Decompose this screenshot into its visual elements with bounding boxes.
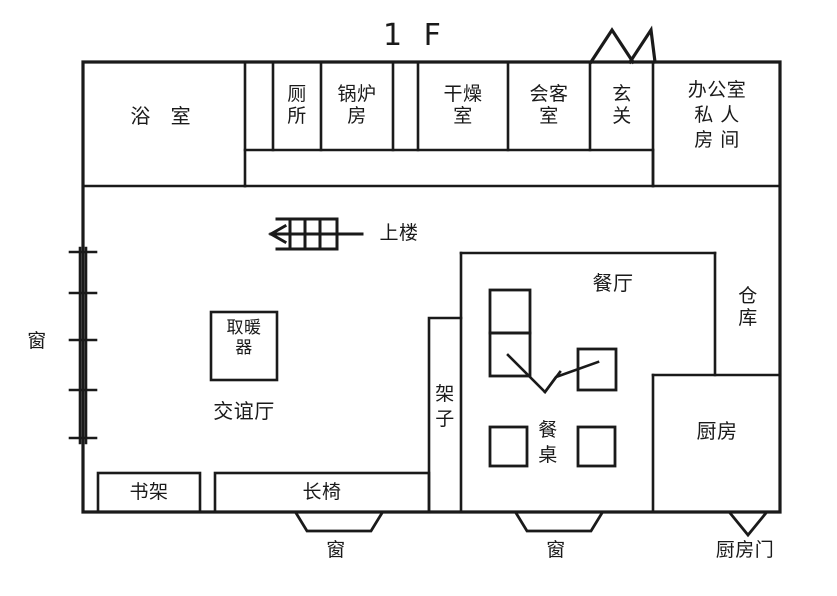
heater-outline — [209, 310, 279, 382]
bathroom-walls — [81, 60, 247, 188]
dining-table-leader-lines — [506, 353, 600, 394]
outer-wall — [81, 60, 782, 514]
dining-room-walls — [459, 251, 782, 514]
corridor-walls — [243, 148, 782, 188]
shelf-outline — [427, 316, 463, 514]
dining-furniture — [488, 288, 618, 468]
window-left-icon — [68, 246, 98, 445]
window-sill-icon-1 — [294, 511, 384, 533]
kitchen-door-icon — [728, 511, 768, 538]
stairs-icon — [267, 217, 364, 251]
window-sill-icon-2 — [514, 511, 604, 533]
top-room-dividers — [271, 60, 655, 188]
bookshelf-outline — [96, 471, 202, 514]
bench-outline — [213, 471, 431, 514]
roof-peak-icon — [588, 25, 657, 65]
